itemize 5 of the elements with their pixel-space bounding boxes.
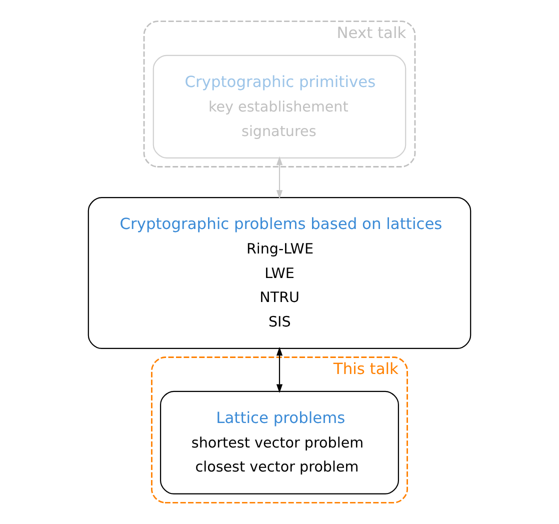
- node-box: Cryptographic problems based on lattices Ring-LWE LWE NTRU SIS: [88, 197, 472, 349]
- node-box: Cryptographic primitives key establishement signatures: [152, 54, 406, 158]
- arrow: [276, 346, 283, 394]
- arrow: [276, 156, 283, 199]
- node-box: Lattice problems shortest vector problem closest vector problem: [160, 390, 399, 494]
